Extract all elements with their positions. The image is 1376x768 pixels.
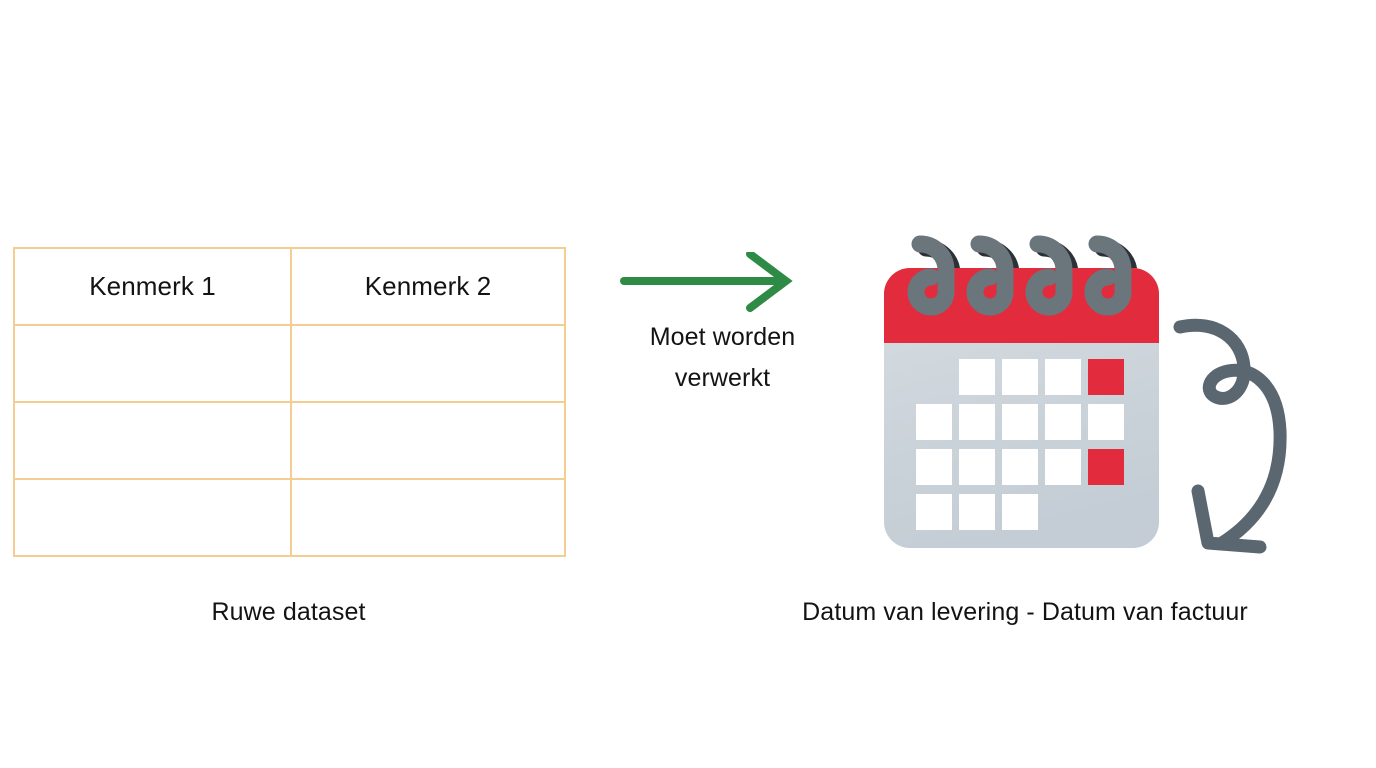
calendar-day-cell: [1045, 404, 1081, 440]
transform-label-line-1: Moet worden: [649, 323, 796, 351]
table-header-row: Kenmerk 1 Kenmerk 2: [13, 247, 566, 326]
right-arrow-icon: [620, 252, 793, 312]
raw-dataset-caption: Ruwe dataset: [211, 598, 366, 626]
calendar-spiral-rings: [907, 235, 1132, 316]
result-caption: Datum van levering - Datum van factuur: [802, 598, 1248, 626]
calendar-day-cell: [1002, 404, 1038, 440]
raw-dataset-table: Kenmerk 1 Kenmerk 2: [13, 247, 566, 557]
table-row: [13, 401, 566, 480]
column-header-kenmerk-2: Kenmerk 2: [290, 247, 566, 326]
calendar-day-cell: [1002, 494, 1038, 530]
table-cell: [290, 478, 566, 557]
calendar-day-cell-highlight: [1088, 449, 1124, 485]
raw-dataset-table-block: Kenmerk 1 Kenmerk 2: [13, 247, 566, 557]
table-cell: [13, 401, 292, 480]
column-header-kenmerk-1: Kenmerk 1: [13, 247, 292, 326]
calendar-day-cell: [959, 494, 995, 530]
calendar-day-cell: [1045, 449, 1081, 485]
table-cell: [13, 478, 292, 557]
calendar-day-cell: [1088, 404, 1124, 440]
calendar-illustration: [880, 228, 1170, 548]
calendar-day-cell: [916, 404, 952, 440]
table-cell: [290, 401, 566, 480]
calendar-day-grid: [916, 359, 1124, 530]
calendar-day-cell: [1045, 359, 1081, 395]
table-row: [13, 324, 566, 403]
calendar-day-cell: [959, 449, 995, 485]
table-row: [13, 478, 566, 557]
calendar-day-cell: [959, 404, 995, 440]
table-cell: [290, 324, 566, 403]
calendar-day-cell: [916, 449, 952, 485]
table-cell: [13, 324, 292, 403]
calendar-day-cell: [1002, 449, 1038, 485]
transform-label-line-2: verwerkt: [674, 364, 771, 392]
calendar-day-cell: [916, 494, 952, 530]
calendar-icon: [884, 235, 1159, 548]
calendar-day-cell: [959, 359, 995, 395]
calendar-day-cell: [1002, 359, 1038, 395]
curved-down-left-arrow-icon: [1173, 318, 1287, 554]
transform-label: Moet worden verwerkt: [600, 317, 845, 399]
calendar-day-cell-highlight: [1088, 359, 1124, 395]
